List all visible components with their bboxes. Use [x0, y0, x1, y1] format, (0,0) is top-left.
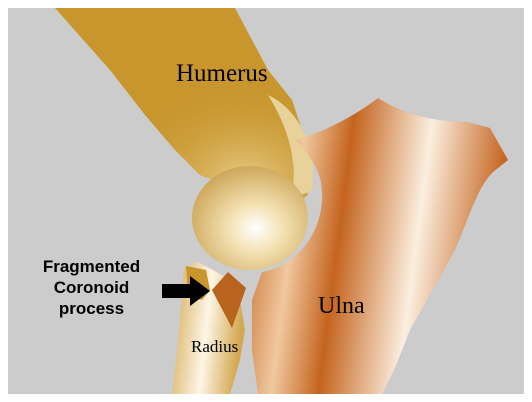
fragment-label-line-1: Fragmented — [20, 256, 163, 277]
ulna-label: Ulna — [318, 293, 365, 320]
fragment-label-line-2: Coronoid — [20, 277, 163, 298]
fragment-label-line-3: process — [20, 298, 163, 319]
humeral-condyle — [192, 166, 308, 270]
radius-label: Radius — [191, 337, 238, 357]
fragmented-coronoid-label: Fragmented Coronoid process — [20, 256, 163, 319]
humerus-label: Humerus — [176, 60, 268, 88]
